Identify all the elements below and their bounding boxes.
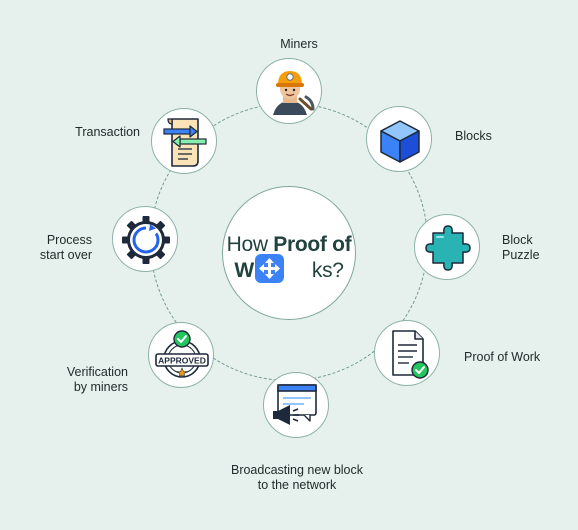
cube-icon xyxy=(380,120,420,163)
step-node-blocks xyxy=(366,106,432,172)
center-title-bold: Proof of xyxy=(273,233,352,256)
transaction-scroll-icon xyxy=(163,118,207,167)
step-node-verification: APPROVED xyxy=(148,322,214,388)
approved-badge-icon: APPROVED xyxy=(155,330,209,378)
center-circle xyxy=(222,186,356,320)
center-title-line2-end: ks? xyxy=(311,259,344,282)
step-node-proof-of-work xyxy=(374,320,440,386)
step-label-proof-of-work: Proof of Work xyxy=(464,350,541,364)
step-node-process-start-over xyxy=(112,206,178,272)
miner-icon xyxy=(273,71,315,115)
puzzle-icon xyxy=(425,225,471,271)
gear-restart-icon xyxy=(122,216,170,264)
step-node-transaction xyxy=(151,108,217,174)
step-node-miners xyxy=(256,58,322,124)
center-title-light: How xyxy=(226,233,268,256)
step-label-miners: Miners xyxy=(280,37,318,51)
megaphone-icon xyxy=(273,384,317,425)
center-title-line2: W xyxy=(234,259,254,282)
step-node-broadcasting xyxy=(263,372,329,438)
document-check-icon xyxy=(392,330,429,379)
step-label-blocks: Blocks xyxy=(455,129,492,143)
svg-text:APPROVED: APPROVED xyxy=(158,356,206,366)
move-arrows-icon xyxy=(255,254,284,283)
step-label-transaction: Transaction xyxy=(75,125,140,139)
step-node-block-puzzle xyxy=(414,214,480,280)
